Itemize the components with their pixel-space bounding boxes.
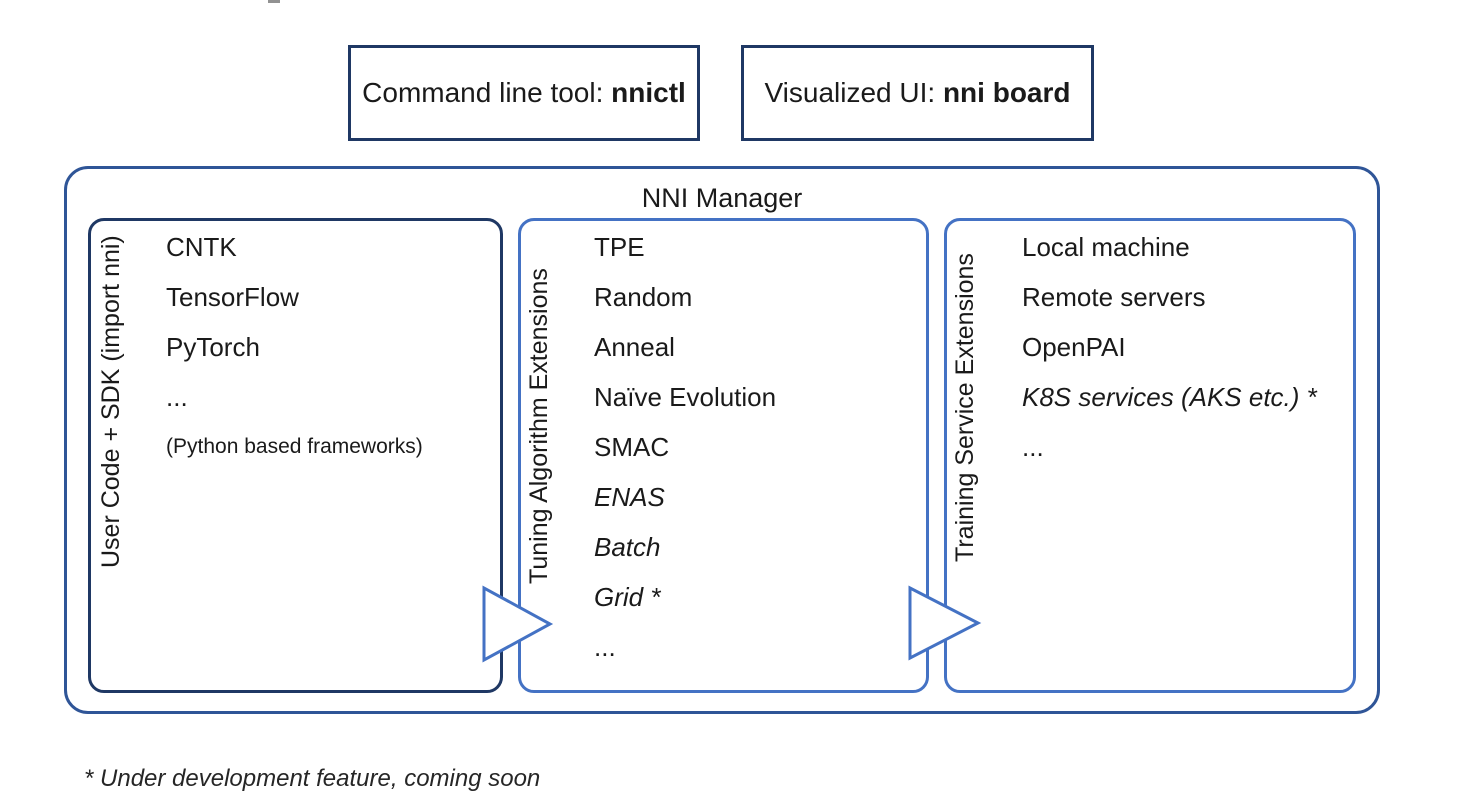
list-item: TensorFlow: [166, 282, 299, 312]
list-item: K8S services (AKS etc.) *: [1022, 382, 1317, 412]
list-item: Remote servers: [1022, 282, 1206, 312]
list-item: Local machine: [1022, 232, 1190, 262]
tuning-algorithm-side-label: Tuning Algorithm Extensions: [525, 268, 553, 584]
list-item: SMAC: [594, 432, 670, 462]
list-item: Anneal: [594, 332, 675, 362]
user-code-panel: [88, 218, 503, 693]
visualized-ui-box: Visualized UI: nni board: [741, 45, 1094, 141]
flow-arrow-right-icon: [482, 585, 554, 663]
screen-artifact: [268, 0, 280, 3]
command-line-tool-box: Command line tool: nnictl: [348, 45, 700, 141]
list-item: Naïve Evolution: [594, 382, 777, 412]
tuning-algorithm-panel: [518, 218, 929, 693]
command-line-tool-label: Command line tool:: [362, 77, 612, 108]
flow-arrow-right-icon: [908, 585, 982, 661]
user-code-side-label: User Code + SDK (import nni): [97, 235, 125, 568]
list-item: ...: [1022, 432, 1044, 462]
list-item: Random: [594, 282, 693, 312]
training-service-panel: [944, 218, 1356, 693]
training-service-side-label: Training Service Extensions: [951, 253, 979, 562]
list-item: TPE: [594, 232, 645, 262]
nni-manager-box: [64, 166, 1380, 714]
list-item: PyTorch: [166, 332, 260, 362]
nnictl-label: nnictl: [611, 77, 686, 108]
list-item: ENAS: [594, 482, 665, 512]
list-item: Batch: [594, 532, 661, 562]
list-item: Grid *: [594, 582, 661, 612]
list-item: OpenPAI: [1022, 332, 1126, 362]
visualized-ui-label: Visualized UI:: [764, 77, 943, 108]
nni-manager-title: NNI Manager: [641, 183, 803, 213]
nni-board-label: nni board: [942, 77, 1071, 108]
list-item: ...: [594, 632, 616, 662]
list-item: (Python based frameworks): [166, 435, 423, 458]
footnote: * Under development feature, coming soon: [84, 765, 541, 792]
training-service-item-list: Local machine Remote servers OpenPAI K8S…: [1022, 222, 1317, 472]
list-item: ...: [166, 382, 188, 412]
user-code-item-list: CNTK TensorFlow PyTorch ... (Python base…: [166, 222, 423, 472]
tuning-algorithm-item-list: TPE Random Anneal Naïve Evolution SMAC E…: [594, 222, 776, 672]
list-item: CNTK: [166, 232, 237, 262]
